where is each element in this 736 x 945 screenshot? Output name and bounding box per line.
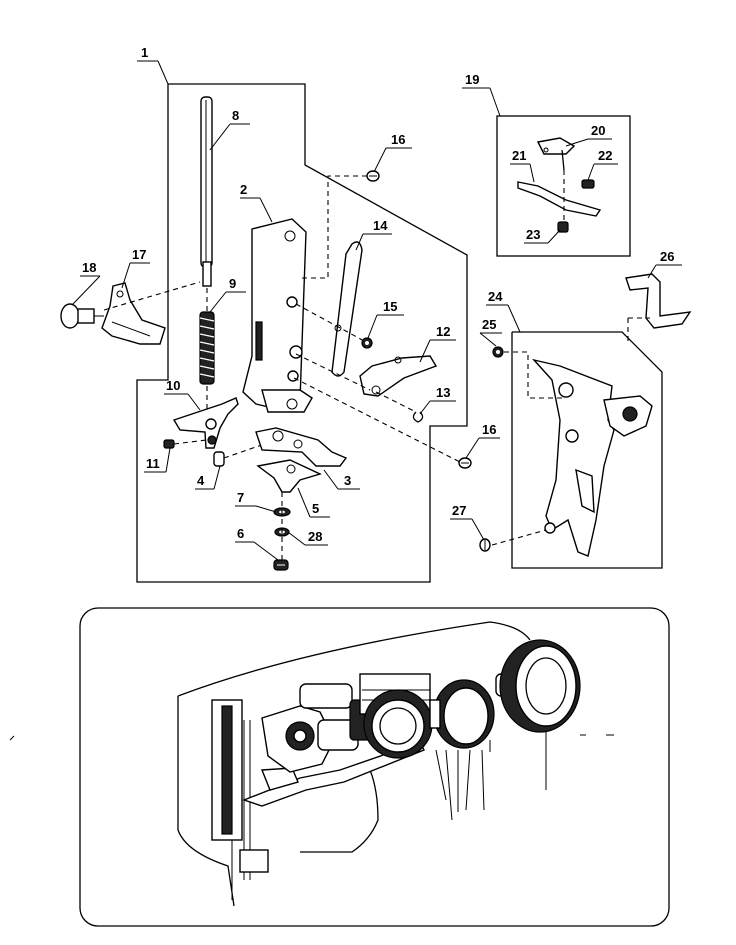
part-21 [517,181,602,217]
callout-19: 19 [465,72,479,87]
callout-2: 2 [240,182,247,197]
plate-5 [256,459,322,493]
interior-face-bracket [211,699,269,900]
screw-16-bottom [458,457,472,469]
screw-27 [479,538,491,552]
callout-17: 17 [132,247,146,262]
feed-plate-3 [255,427,348,467]
leader-lines [71,60,682,561]
interior-handwheel [495,639,581,790]
screw-11 [163,439,175,449]
machine-interior-panel [79,607,670,927]
eccentric-4 [213,451,225,467]
spring-22 [581,179,595,189]
main-assembly-frame [136,83,468,583]
callout-14: 14 [373,218,388,233]
callout-7: 7 [237,490,244,505]
bracket-10 [172,397,239,449]
callout-26: 26 [660,249,674,264]
callout-6: 6 [237,526,244,541]
screw-23 [557,221,569,233]
screw-15 [361,337,373,349]
needle-bar-spring [199,311,215,385]
part-20 [536,137,576,171]
needle-clamp-17 [101,282,166,345]
needle-bar [200,96,213,287]
callout-9: 9 [229,276,236,291]
callout-8: 8 [232,108,239,123]
callout-4: 4 [197,473,205,488]
needle-bar-support-plate [242,218,313,413]
box-24 [511,331,663,569]
callout-22: 22 [598,148,612,163]
callout-11: 11 [146,456,160,471]
interior-middle-disk [429,679,495,749]
callout-1: 1 [141,45,148,60]
interior-cam-disk [363,689,433,759]
callout-3: 3 [344,473,351,488]
callout-18: 18 [82,260,96,275]
callout-27: 27 [452,503,466,518]
callout-23: 23 [526,227,540,242]
callout-21: 21 [512,148,526,163]
screw-6 [273,559,289,571]
callout-16-bottom: 16 [482,422,496,437]
callout-28: 28 [308,529,322,544]
box-19 [496,115,631,257]
callout-labels: 1 2 3 4 5 6 7 8 9 10 11 12 13 14 15 16 1… [82,45,674,544]
callout-13: 13 [436,385,450,400]
screw-16-top [366,170,380,182]
callout-10: 10 [166,378,180,393]
callout-12: 12 [436,324,450,339]
callout-24: 24 [488,289,503,304]
screw-25 [492,346,504,358]
face-plate-24 [531,358,653,557]
clip-13 [412,411,424,423]
bracket-26 [625,273,692,329]
callout-16-top: 16 [391,132,405,147]
thumb-screw-18 [60,303,104,329]
callout-15: 15 [383,299,397,314]
long-lever [331,241,363,377]
feed-regulator-arm [359,355,438,397]
callout-20: 20 [591,123,605,138]
callout-5: 5 [312,501,319,516]
callout-25: 25 [482,317,496,332]
interior-vertical-rods [435,740,491,821]
